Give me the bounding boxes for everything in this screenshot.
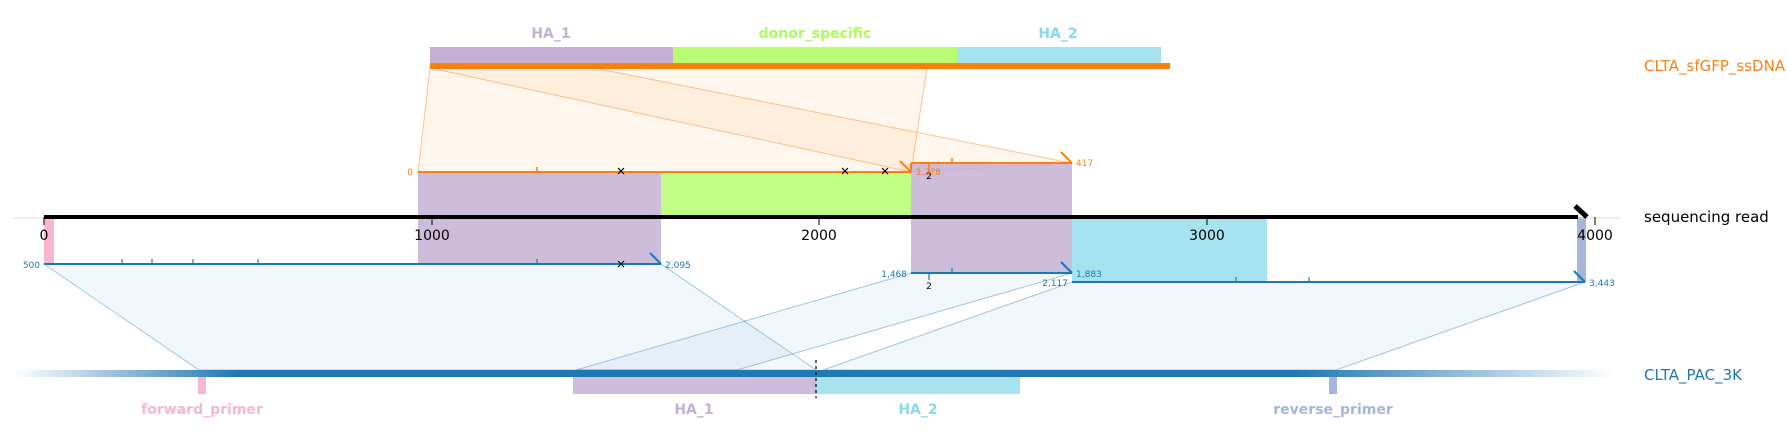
target-forward-primer-label: forward_primer xyxy=(141,402,263,418)
target-alignment-3-end: 3,443 xyxy=(1589,279,1615,289)
target-forward-primer-box xyxy=(198,377,206,394)
read-end-arrow xyxy=(1573,204,1589,219)
donor-reference: HA_1 donor_specific HA_2 xyxy=(430,26,1170,69)
donor-alignment-connections xyxy=(417,67,1072,173)
target-alignment-2-start: 1,468 xyxy=(881,270,907,280)
axis-tick-label: 2000 xyxy=(801,228,837,244)
mismatch-x xyxy=(841,167,849,175)
donor-ha1-label: HA_1 xyxy=(531,26,570,42)
donor-alignment-mid: 1,2?8 xyxy=(916,168,941,178)
mismatch-x xyxy=(617,167,625,175)
read-axis-ticks xyxy=(43,217,1596,225)
read-ha2-box xyxy=(1072,217,1267,282)
donor-alignment-2-end-hook xyxy=(1060,151,1073,164)
donor-ha1-box xyxy=(430,47,673,64)
target-alignment-connections xyxy=(42,263,1586,371)
target-ha2-label: HA_2 xyxy=(898,402,937,418)
read-reverse-primer-box xyxy=(1577,217,1586,282)
target-alignment-3-end-hook xyxy=(1573,270,1586,283)
target-alignments: 500 2,095 1,468 1,883 2,117 3,443 2 xyxy=(23,252,1615,292)
donor-bar xyxy=(430,63,1170,69)
target-ha2-box xyxy=(816,377,1020,394)
donor-specific-box xyxy=(673,47,957,64)
donor-specific-label: donor_specific xyxy=(759,26,872,42)
target-alignment-1-end: 2,095 xyxy=(665,261,691,271)
read-axis: 0 1000 2000 3000 4000 xyxy=(14,204,1620,244)
target-alignment-2-end-hook xyxy=(1060,261,1073,274)
target-bar xyxy=(14,370,1615,377)
axis-tick-label: 3000 xyxy=(1189,228,1225,244)
axis-tick-label: 1000 xyxy=(414,228,450,244)
target-reverse-primer-box xyxy=(1329,377,1337,394)
target-insertion-count: 2 xyxy=(926,282,932,292)
axis-tick-label: 0 xyxy=(40,228,49,244)
donor-alignment-end: 417 xyxy=(1076,159,1093,169)
donor-ha2-box xyxy=(957,47,1161,64)
target-ha1-box xyxy=(573,377,816,394)
axis-tick-label: 4000 xyxy=(1577,228,1613,244)
donor-alignment-start: 0 xyxy=(407,168,413,178)
target-name: CLTA_PAC_3K xyxy=(1644,366,1743,385)
donor-insertion-count: 2 xyxy=(926,172,932,182)
target-alignment-1-end-hook xyxy=(649,252,662,265)
read-donor-specific-box xyxy=(661,172,911,217)
target-alignment-1-start: 500 xyxy=(23,261,40,271)
donor-ha2-label: HA_2 xyxy=(1038,26,1077,42)
target-alignment-2-end: 1,883 xyxy=(1076,270,1102,280)
read-label: sequencing read xyxy=(1644,208,1769,226)
target-ticks xyxy=(121,259,1310,282)
donor-name: CLTA_sfGFP_ssDNA xyxy=(1644,57,1786,76)
donor-alignment-1-end-hook xyxy=(899,160,912,173)
target-ha1-label: HA_1 xyxy=(674,402,713,418)
mismatch-x xyxy=(617,260,625,268)
mismatch-x xyxy=(881,167,889,175)
donor-mismatch-marks xyxy=(617,167,889,175)
donor-alignments: 0 1,2?8 417 2 xyxy=(407,151,1093,182)
target-alignment-3-start: 2,117 xyxy=(1042,279,1068,289)
target-reference: forward_primer HA_1 HA_2 reverse_primer xyxy=(14,360,1615,418)
read-forward-primer-box xyxy=(44,217,54,264)
target-reverse-primer-label: reverse_primer xyxy=(1273,402,1393,418)
